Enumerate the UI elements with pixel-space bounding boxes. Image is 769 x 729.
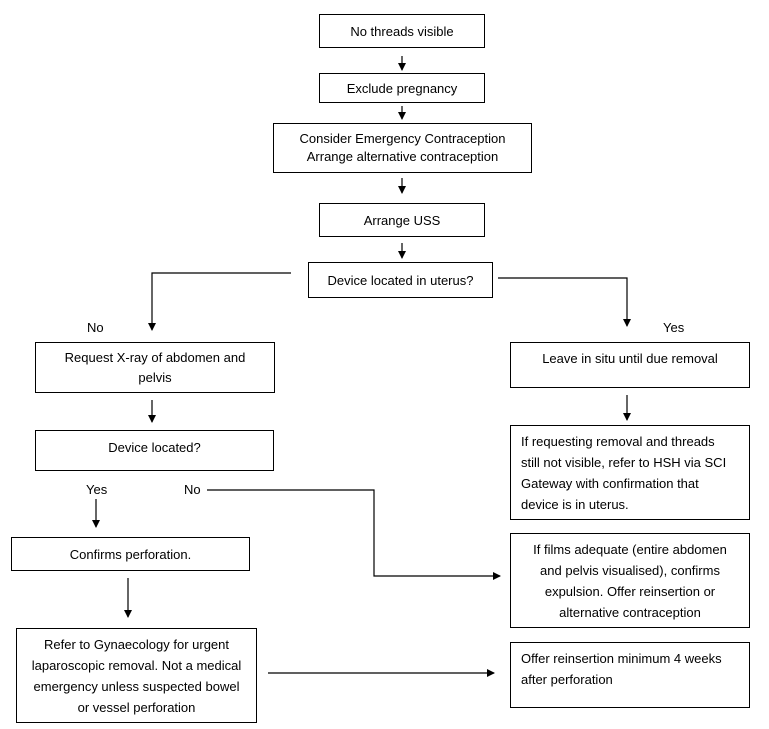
node-device-located: Device located? <box>35 430 274 471</box>
node-exclude-pregnancy: Exclude pregnancy <box>319 73 485 103</box>
node-confirms-perforation: Confirms perforation. <box>11 537 250 571</box>
node-consider-ec: Consider Emergency Contraception Arrange… <box>273 123 532 173</box>
node-refer-hsh: If requesting removal and threads still … <box>510 425 750 520</box>
arrow-uterus-yes <box>498 277 631 327</box>
node-refer-gynaecology: Refer to Gynaecology for urgent laparosc… <box>16 628 257 723</box>
node-arrange-uss: Arrange USS <box>319 203 485 237</box>
label-no-uterus: No <box>87 320 104 335</box>
label-no-located: No <box>184 482 201 497</box>
node-device-in-uterus: Device located in uterus? <box>308 262 493 298</box>
label-yes-located: Yes <box>86 482 108 497</box>
label-yes-uterus: Yes <box>663 320 685 335</box>
arrow-uterus-no <box>148 272 291 331</box>
arrow-located-no <box>207 489 501 580</box>
node-films-adequate: If films adequate (entire abdomen and pe… <box>510 533 750 628</box>
node-leave-in-situ: Leave in situ until due removal <box>510 342 750 388</box>
node-request-xray: Request X-ray of abdomen and pelvis <box>35 342 275 393</box>
node-offer-reinsertion: Offer reinsertion minimum 4 weeks after … <box>510 642 750 708</box>
node-no-threads: No threads visible <box>319 14 485 48</box>
